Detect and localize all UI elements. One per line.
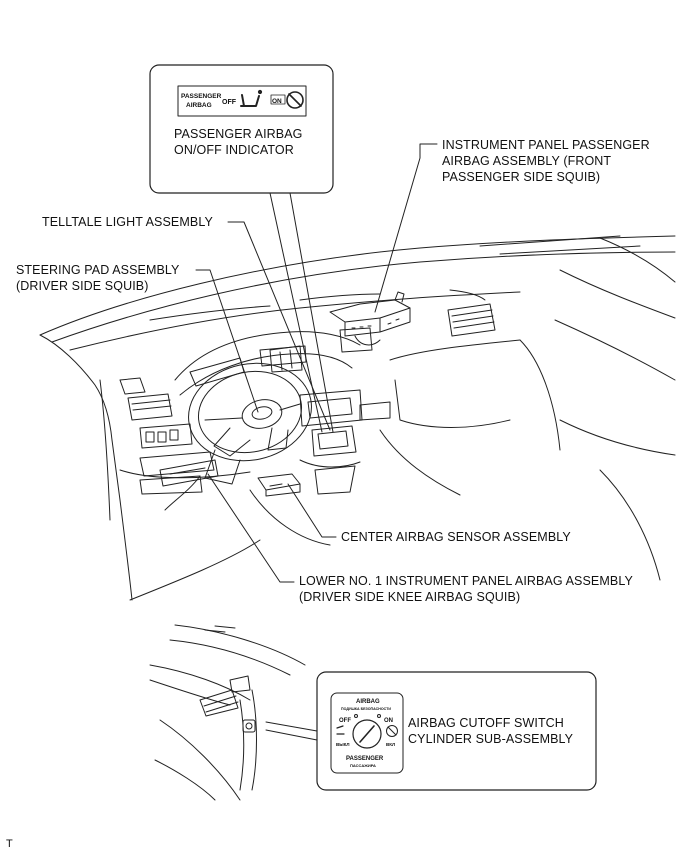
switch-subtitle: ПОДУШКА БЕЗОПАСНОСТИ bbox=[341, 707, 391, 711]
leader-lines bbox=[195, 143, 438, 741]
switch-title: AIRBAG bbox=[356, 699, 380, 705]
label-telltale: TELLTALE LIGHT ASSEMBLY bbox=[42, 214, 213, 230]
indicator-on: ON bbox=[272, 98, 282, 105]
switch-face bbox=[330, 692, 404, 774]
label-center-sensor: CENTER AIRBAG SENSOR ASSEMBLY bbox=[341, 529, 571, 545]
switch-off-local: ВЫКЛ bbox=[336, 742, 350, 747]
label-line: TELLTALE LIGHT ASSEMBLY bbox=[42, 215, 213, 229]
label-cutoff-switch: AIRBAG CUTOFF SWITCH CYLINDER SUB-ASSEMB… bbox=[408, 715, 573, 747]
label-line: INSTRUMENT PANEL PASSENGER bbox=[442, 138, 650, 152]
switch-on: ON bbox=[384, 718, 393, 724]
label-line: PASSENGER SIDE SQUIB) bbox=[442, 170, 601, 184]
label-passenger-indicator: PASSENGER AIRBAG ON/OFF INDICATOR bbox=[174, 126, 303, 158]
passenger-side-illustration bbox=[149, 624, 306, 801]
indicator-panel bbox=[177, 85, 307, 117]
label-line: ON/OFF INDICATOR bbox=[174, 143, 294, 157]
dashboard-illustration bbox=[39, 235, 676, 601]
label-line: PASSENGER AIRBAG bbox=[174, 127, 303, 141]
label-line: AIRBAG ASSEMBLY (FRONT bbox=[442, 154, 612, 168]
indicator-off: OFF bbox=[222, 99, 237, 106]
label-knee-airbag: LOWER NO. 1 INSTRUMENT PANEL AIRBAG ASSE… bbox=[299, 573, 633, 605]
switch-off: OFF bbox=[339, 718, 351, 724]
indicator-text-line2: AIRBAG bbox=[186, 102, 212, 109]
figure-id: T bbox=[6, 838, 13, 850]
label-passenger-airbag: INSTRUMENT PANEL PASSENGER AIRBAG ASSEMB… bbox=[442, 137, 650, 185]
switch-bottom-sub: ПАССАЖИРА bbox=[350, 763, 376, 768]
label-line: (DRIVER SIDE KNEE AIRBAG SQUIB) bbox=[299, 590, 521, 604]
label-line: STEERING PAD ASSEMBLY bbox=[16, 263, 180, 277]
label-line: (DRIVER SIDE SQUIB) bbox=[16, 279, 149, 293]
switch-on-local: ВКЛ bbox=[386, 742, 395, 747]
indicator-callout-box bbox=[149, 64, 334, 194]
label-line: CYLINDER SUB-ASSEMBLY bbox=[408, 732, 574, 746]
switch-bottom: PASSENGER bbox=[346, 756, 384, 762]
label-line: CENTER AIRBAG SENSOR ASSEMBLY bbox=[341, 530, 571, 544]
label-steering-pad: STEERING PAD ASSEMBLY (DRIVER SIDE SQUIB… bbox=[16, 262, 180, 294]
label-line: LOWER NO. 1 INSTRUMENT PANEL AIRBAG ASSE… bbox=[299, 574, 633, 588]
label-line: AIRBAG CUTOFF SWITCH bbox=[408, 716, 564, 730]
indicator-text-line1: PASSENGER bbox=[181, 93, 222, 100]
